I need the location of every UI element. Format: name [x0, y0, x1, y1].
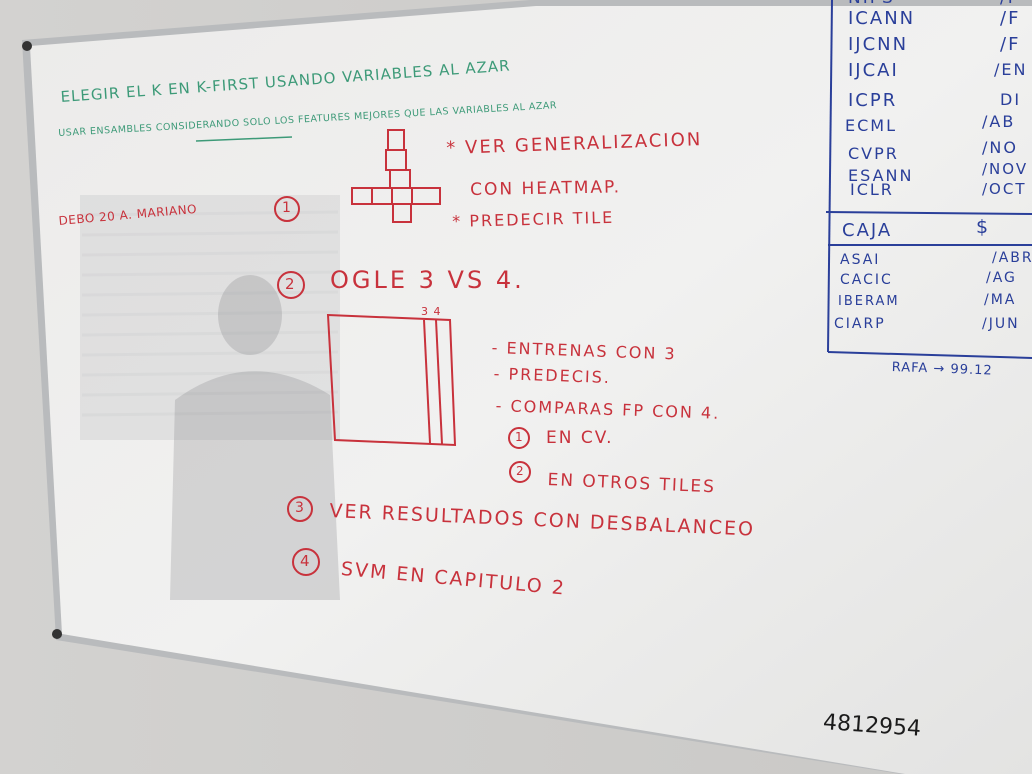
venue-month: /MA [984, 292, 1017, 308]
venue-name: CIARP [834, 316, 886, 332]
grid-labels: 3 4 [421, 305, 442, 318]
item4-number: 4 [300, 552, 312, 570]
venue-month: DI [1000, 90, 1022, 109]
window-reflection [80, 195, 340, 440]
frame-corner-top [22, 41, 32, 51]
person-reflection [170, 275, 340, 600]
venue-month: /EN [994, 60, 1028, 79]
venue-name: CACIC [840, 272, 893, 288]
venue-name: IJCNN [848, 34, 909, 55]
green-underline [195, 136, 293, 142]
venue-month: /NOV [982, 160, 1029, 178]
item2-title: OGLE 3 VS 4. [330, 266, 525, 294]
venue-month: /OCT [982, 180, 1027, 198]
venue-month: /NO [982, 138, 1018, 157]
frame-corner-bottom [52, 629, 62, 639]
grid-sketch [326, 313, 457, 447]
venue-month: /AG [986, 270, 1017, 286]
venue-month: /JUN [982, 316, 1020, 332]
item1-number: 1 [282, 200, 293, 216]
venue-name: CVPR [848, 144, 899, 163]
item2-sub1-number: 1 [515, 430, 525, 444]
venue-name: ECML [845, 116, 897, 135]
venue-name: NIPS [848, 0, 895, 8]
item1-line2: CON HEATMAP. [470, 177, 622, 200]
venue-name: ICLR [850, 180, 894, 199]
venue-name: ICPR [848, 90, 898, 111]
venue-month: /F [1000, 34, 1021, 55]
venue-month: /F [1000, 8, 1021, 29]
venue-month: /ABR [992, 250, 1032, 266]
venue-name: ICANN [848, 8, 916, 29]
venue-table-lines [825, 0, 1032, 359]
item2-sub2-number: 2 [516, 464, 526, 478]
item2-step2: - PREDECIS. [493, 364, 612, 388]
number-circles [274, 196, 531, 576]
item2-sub1-text: EN CV. [546, 428, 614, 448]
venue-name: ASAI [840, 252, 881, 268]
venue-name: ESANN [848, 166, 914, 185]
heatmap-sketch [351, 129, 441, 223]
venue-month: /F [1000, 0, 1020, 8]
venue-name: IBERAM [838, 294, 900, 309]
venue-name: IJCAI [848, 60, 899, 81]
caja-value: $ [976, 216, 991, 238]
item2-number: 2 [285, 275, 297, 293]
venue-month: /AB [982, 112, 1016, 131]
caja-label: CAJA [842, 220, 893, 241]
item3-number: 3 [295, 500, 306, 516]
